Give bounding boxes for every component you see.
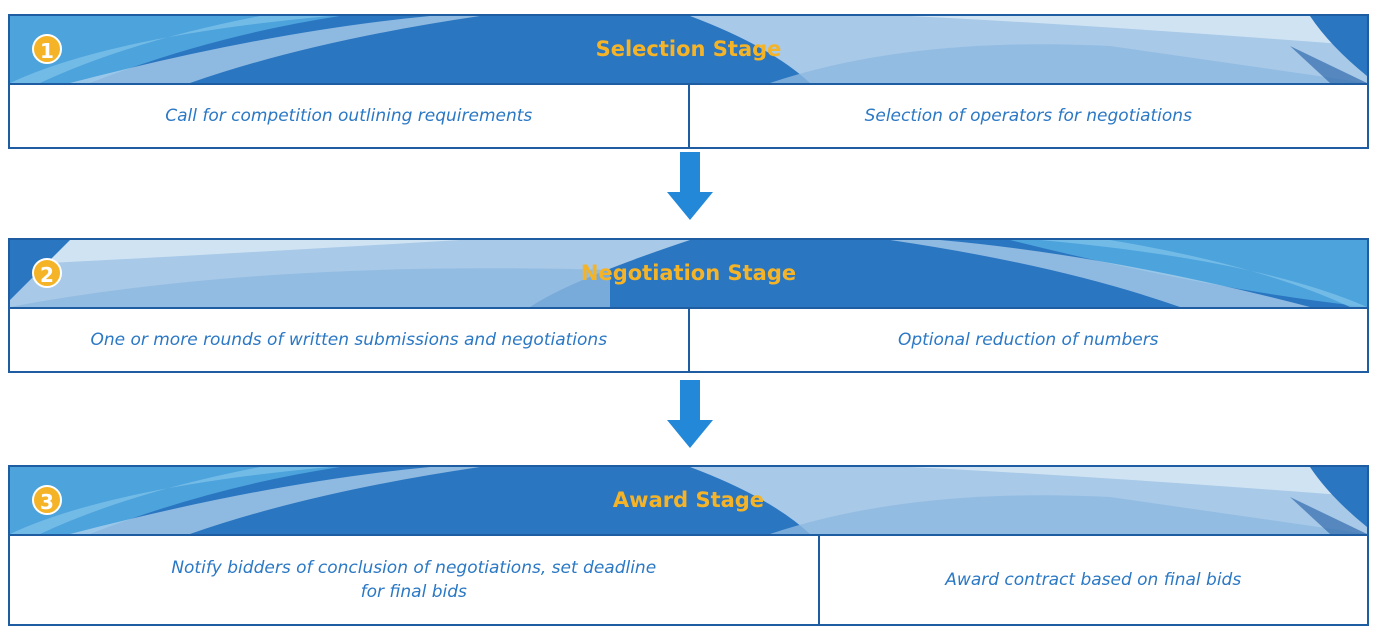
- stage-title: Selection Stage: [595, 37, 782, 61]
- stage-steps: Notify bidders of conclusion of negotiat…: [10, 534, 1367, 624]
- down-arrow-icon: [667, 380, 713, 448]
- step-left: Call for competition outlining requireme…: [165, 106, 533, 126]
- step-left: One or more rounds of written submission…: [90, 330, 608, 350]
- header-banner-graphic: [10, 16, 1367, 83]
- award-stage: 3 Award Stage Notify bidders of conclusi…: [8, 465, 1369, 626]
- step-left: Notify bidders of conclusion of negotiat…: [171, 558, 657, 602]
- stage-title: Negotiation Stage: [580, 261, 797, 285]
- stage-title: Award Stage: [612, 488, 765, 512]
- stage-header: 1 Selection Stage: [10, 16, 1367, 83]
- header-banner-graphic: [10, 467, 1367, 534]
- step-number-badge: 3: [32, 485, 62, 515]
- selection-stage: 1 Selection Stage Call for competition o…: [8, 14, 1369, 149]
- stage-header: 2 Negotiation Stage: [10, 240, 1367, 307]
- step-right: Optional reduction of numbers: [687, 309, 1368, 371]
- stage-steps: Call for competition outlining requireme…: [10, 83, 1367, 147]
- stage-header: 3 Award Stage: [10, 467, 1367, 534]
- step-number-badge: 2: [32, 258, 62, 288]
- step-number-badge: 1: [32, 34, 62, 64]
- negotiation-stage: 2 Negotiation Stage One or more rounds o…: [8, 238, 1369, 373]
- step-right: Award contract based on final bids: [817, 536, 1368, 624]
- stage-steps: One or more rounds of written submission…: [10, 307, 1367, 371]
- down-arrow-icon: [667, 152, 713, 220]
- step-right: Selection of operators for negotiations: [687, 85, 1368, 147]
